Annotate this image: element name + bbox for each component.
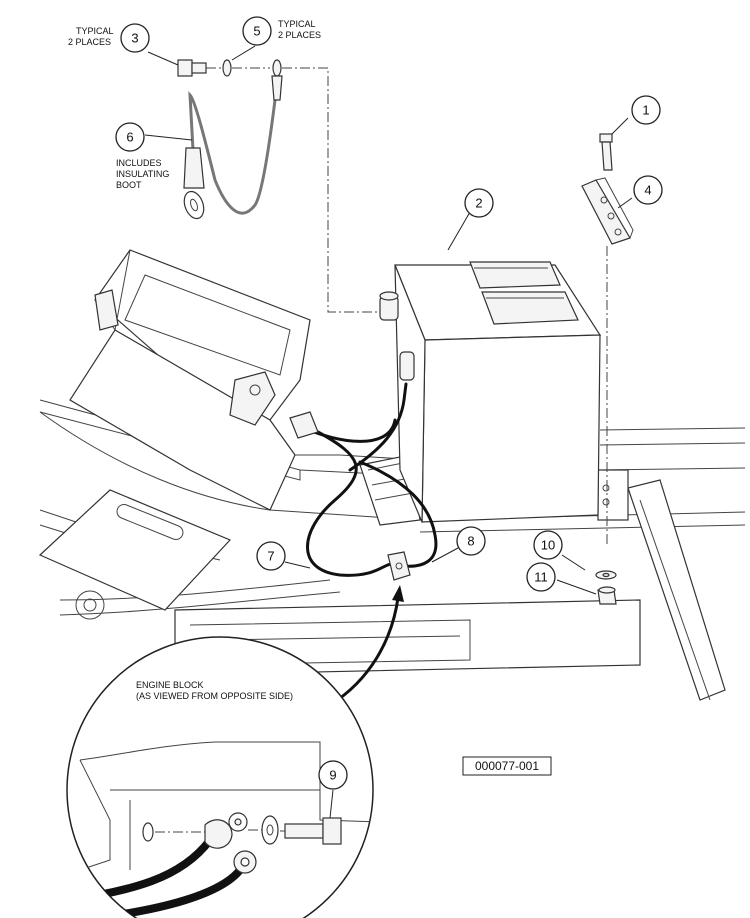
- callout-8-label: 8: [467, 534, 474, 549]
- callout-4-label: 4: [644, 183, 651, 198]
- bolt-and-washer-hardware: [177, 59, 378, 313]
- callout-2-label: 2: [475, 196, 482, 211]
- note-typical-right-2: 2 PLACES: [278, 30, 321, 40]
- callout-2: 2: [464, 188, 494, 218]
- chassis-frame: [38, 399, 746, 701]
- note-typical-right-1: TYPICAL: [278, 19, 316, 29]
- document-number-box: 000077-001: [462, 756, 552, 776]
- callout-3-label: 3: [131, 31, 138, 46]
- callout-11: 11: [526, 562, 556, 592]
- detail-arrow: [329, 597, 400, 707]
- battery: [379, 261, 602, 523]
- hold-down-bracket-and-bolt: [581, 133, 634, 545]
- callout-11-label: 11: [534, 570, 548, 585]
- battery-cables: [289, 382, 438, 581]
- callout-4: 4: [633, 175, 663, 205]
- note-boot-3: BOOT: [116, 180, 142, 190]
- callout-10: 10: [533, 530, 563, 560]
- note-boot-1: INCLUDES: [116, 158, 162, 168]
- washer-and-nut: [595, 570, 617, 605]
- callout-6: 6: [115, 122, 145, 152]
- note-typical-left-1: TYPICAL: [76, 26, 114, 36]
- document-number: 000077-001: [475, 759, 539, 773]
- leader-lines: [144, 45, 633, 819]
- note-boot-2: INSULATING: [116, 169, 169, 179]
- callout-10-label: 10: [541, 538, 555, 553]
- callout-5: 5: [242, 16, 272, 46]
- callout-9: 9: [318, 760, 348, 790]
- callout-9-label: 9: [329, 768, 336, 783]
- callout-1: 1: [631, 95, 661, 125]
- note-engine-block-1: ENGINE BLOCK: [136, 680, 204, 690]
- note-typical-left-2: 2 PLACES: [68, 37, 111, 47]
- callout-7: 7: [256, 541, 286, 571]
- note-engine-block-2: (AS VIEWED FROM OPPOSITE SIDE): [136, 691, 293, 701]
- battery-hold-down-cover: [69, 249, 421, 521]
- callout-7-label: 7: [267, 549, 274, 564]
- callout-8: 8: [456, 526, 486, 556]
- callout-1-label: 1: [642, 103, 649, 118]
- callout-6-label: 6: [126, 130, 133, 145]
- callout-3: 3: [120, 23, 150, 53]
- callout-5-label: 5: [253, 24, 260, 39]
- ground-cable-with-boot: [183, 75, 283, 220]
- detail-arrowhead: [392, 585, 404, 602]
